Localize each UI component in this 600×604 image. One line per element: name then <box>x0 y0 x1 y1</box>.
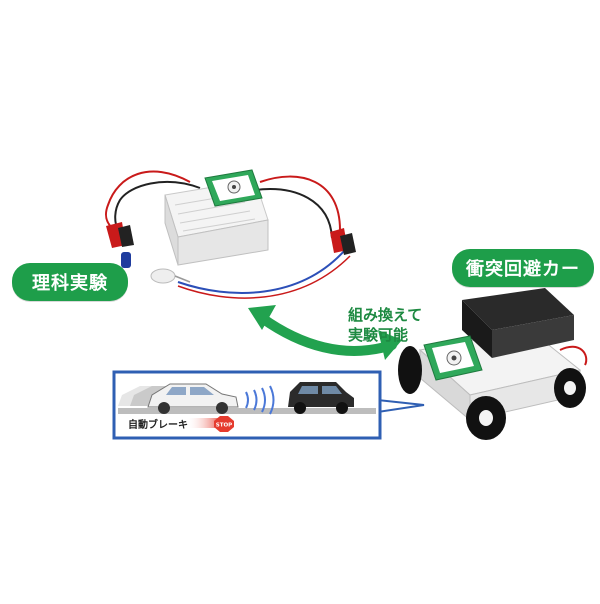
robot-car <box>398 288 588 440</box>
arrow-head-right <box>378 330 402 360</box>
swap-arrow <box>257 313 397 356</box>
arrow-head-left <box>248 305 276 330</box>
stop-sign-text: STOP <box>216 423 232 429</box>
auto-brake-label: 自動ブレーキ <box>128 420 188 431</box>
swap-caption-line1: 組み換えて <box>348 306 423 324</box>
experiment-kit <box>104 169 356 299</box>
label-science-experiment: 理科実験 <box>12 263 128 301</box>
label-collision-avoidance-car: 衝突回避カー <box>452 249 594 287</box>
swap-caption: 組み換えて 実験可能 <box>348 305 438 345</box>
swap-caption-line2: 実験可能 <box>348 326 409 344</box>
inset-pointer <box>377 398 425 414</box>
auto-brake-inset: STOP <box>112 370 382 440</box>
stop-sign <box>214 416 234 432</box>
